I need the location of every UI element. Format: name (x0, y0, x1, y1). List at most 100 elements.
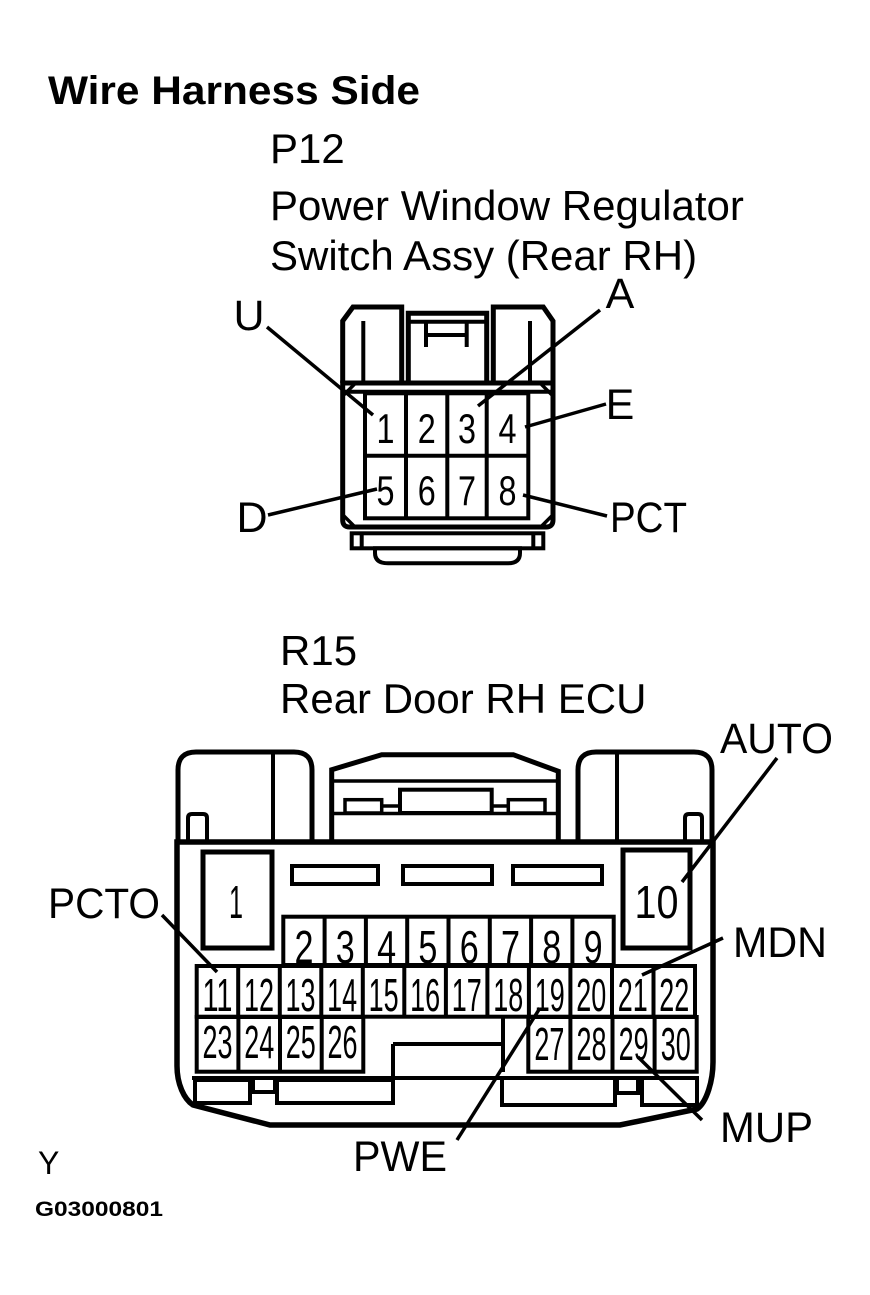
r15-pin-23: 23 (203, 1016, 233, 1068)
p12-leader-line-u (265, 325, 375, 417)
r15-pin-4: 4 (377, 921, 396, 973)
p12-terminal-label-a: A (606, 270, 635, 318)
r15-pin-27: 27 (534, 1018, 564, 1070)
p12-pin-5: 5 (377, 467, 395, 514)
r15-pin-13: 13 (286, 969, 316, 1021)
section-marker: Y (38, 1145, 59, 1181)
p12-name-line2: Switch Assy (Rear RH) (270, 232, 697, 279)
r15-pin-9: 9 (584, 921, 603, 973)
p12-pin-2: 2 (418, 405, 436, 452)
p12-pin-3: 3 (458, 405, 476, 452)
r15-pin-21: 21 (618, 969, 648, 1021)
p12-terminal-label-d: D (236, 494, 267, 542)
r15-name: Rear Door RH ECU (280, 675, 646, 722)
p12-code: P12 (270, 125, 345, 172)
r15-pin-28: 28 (577, 1018, 607, 1070)
r15-pin-16: 16 (410, 969, 440, 1021)
p12-center-tab (405, 310, 490, 383)
r15-bottom-rect-left-outer (193, 1078, 252, 1105)
p12-center-tab-latch (408, 319, 487, 347)
r15-center-block-inner-lines (331, 779, 559, 816)
r15-center-gap-lines (391, 1017, 505, 1078)
r15-terminal-label-mup: MUP (720, 1104, 813, 1152)
r15-leader-line-pwe (455, 1007, 542, 1141)
r15-pin-6: 6 (460, 921, 479, 973)
r15-pin-10: 10 (635, 876, 679, 928)
r15-pin-20: 20 (576, 969, 606, 1021)
r15-pin-12: 12 (244, 969, 274, 1021)
p12-bottom-strip-ticks (359, 533, 536, 549)
r15-pin1-box (200, 849, 275, 951)
r15-pin-17: 17 (452, 969, 482, 1021)
r15-key-slot-right (511, 864, 604, 886)
r15-pin-5: 5 (418, 921, 437, 973)
r15-pin-26: 26 (328, 1016, 358, 1068)
r15-pin-30: 30 (661, 1018, 691, 1070)
r15-row-2-9-dividers (322, 916, 575, 965)
r15-body-outline (174, 839, 716, 1128)
r15-center-block-latch (398, 787, 494, 816)
p12-bottom-tab (373, 546, 522, 566)
r15-row-27-30-dividers (568, 1017, 657, 1072)
p12-pin-1: 1 (377, 405, 395, 452)
r15-leader-line-auto (680, 756, 779, 884)
r15-pin-7: 7 (501, 921, 520, 973)
p12-pin-6: 6 (418, 467, 436, 514)
r15-row-23-26-dividers (236, 1017, 324, 1072)
r15-right-ear-notch (683, 812, 704, 842)
r15-bottom-rect-right-outer (640, 1076, 699, 1107)
r15-pin-3: 3 (336, 921, 355, 973)
r15-leader-line-mup (636, 1055, 704, 1122)
r15-pin-15: 15 (369, 969, 399, 1021)
r15-pin-11: 11 (203, 969, 233, 1021)
p12-left-ear (340, 304, 405, 383)
page-title: Wire Harness Side (48, 69, 420, 113)
r15-bottom-tab-right (615, 1076, 640, 1095)
r15-pin-18: 18 (493, 969, 523, 1021)
p12-terminal-label-e: E (606, 381, 635, 429)
p12-right-ear (490, 304, 556, 383)
r15-pin-2: 2 (295, 921, 314, 973)
r15-center-block-left-slot (343, 797, 384, 815)
r15-pin-8: 8 (542, 921, 561, 973)
r15-center-block-right-slot (506, 797, 547, 815)
r15-leader-line-pcto (160, 913, 219, 974)
p12-terminal-label-pct: PCT (610, 494, 687, 542)
p12-leader-line-e (524, 402, 607, 429)
r15-left-ear-notch (186, 812, 209, 842)
r15-terminal-label-pwe: PWE (353, 1133, 447, 1181)
r15-key-slot-left (290, 864, 380, 886)
r15-row-11-22-dividers (236, 966, 656, 1017)
r15-pin-25: 25 (286, 1016, 316, 1068)
r15-terminal-label-auto: AUTO (720, 715, 833, 763)
p12-connector-group: P12 Power Window Regulator Switch Assy (… (233, 125, 744, 566)
r15-pin-24: 24 (244, 1016, 274, 1068)
p12-leader-line-pct (522, 493, 608, 518)
p12-pin-4: 4 (499, 405, 517, 452)
r15-left-ear (175, 749, 315, 842)
p12-corner-chamfers (341, 382, 555, 529)
p12-pin-7: 7 (458, 467, 476, 514)
r15-pin-14: 14 (327, 969, 357, 1021)
r15-key-slot-middle (401, 864, 494, 886)
p12-leader-line-a (476, 308, 602, 408)
p12-terminal-label-u: U (233, 292, 264, 340)
r15-code: R15 (280, 627, 357, 674)
r15-bottom-tab-left (251, 1076, 277, 1094)
p12-body-outline (340, 380, 556, 530)
r15-terminal-label-pcto: PCTO (48, 880, 160, 928)
p12-leader-line-d (267, 487, 378, 517)
r15-pin-1: 1 (229, 876, 243, 928)
r15-pin10-box (620, 847, 693, 951)
p12-name-line1: Power Window Regulator (270, 182, 744, 229)
figure-code: G03000801 (35, 1198, 163, 1221)
r15-pin-22: 22 (659, 969, 689, 1021)
r15-bottom-rect-left-wide (275, 1078, 395, 1105)
r15-terminal-label-mdn: MDN (733, 919, 827, 967)
r15-bottom-rect-right-wide (500, 1076, 617, 1107)
p12-bottom-strip (349, 531, 546, 551)
p12-pin-8: 8 (499, 467, 517, 514)
p12-pin-grid-dividers (365, 393, 529, 519)
